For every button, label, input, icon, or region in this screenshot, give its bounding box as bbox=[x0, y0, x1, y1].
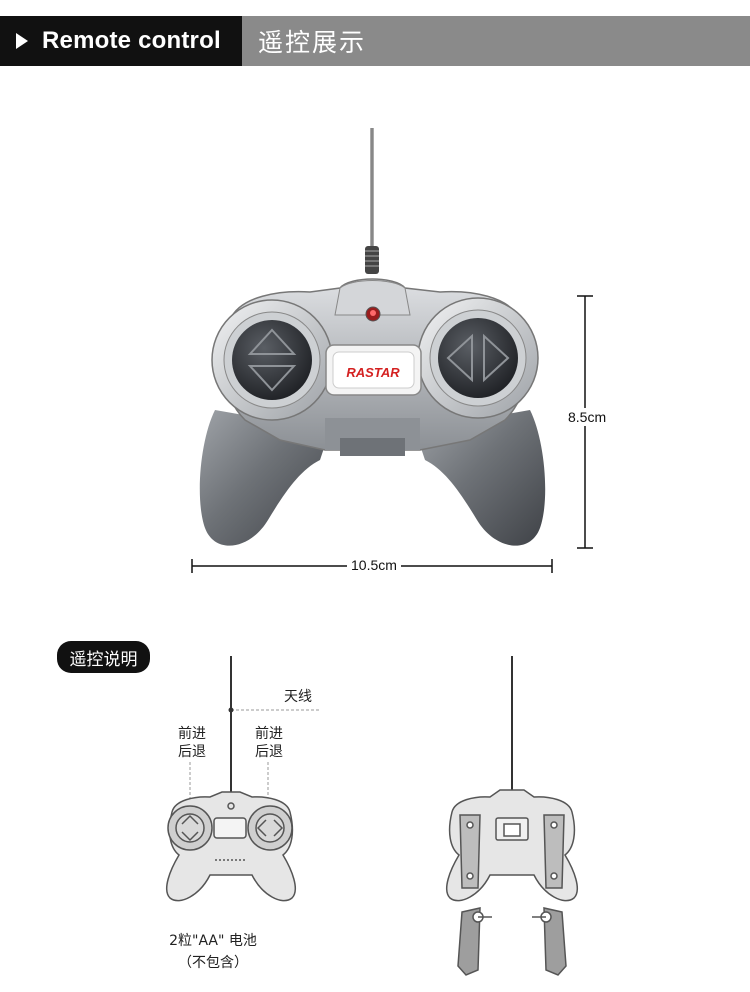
height-label: 8.5cm bbox=[566, 408, 609, 426]
battery-note: 2粒"AA" 电池 （不包含） bbox=[148, 932, 278, 972]
header-chinese-title: 遥控展示 bbox=[258, 28, 367, 57]
header-gray-block: 遥控展示 bbox=[242, 16, 750, 66]
battery-line2: （不包含） bbox=[178, 955, 248, 971]
header-dark-block: Remote control bbox=[0, 16, 242, 66]
instructions-badge: 遥控说明 bbox=[57, 641, 150, 673]
left-joystick bbox=[211, 299, 333, 421]
right-stick-label-line2: 后退 bbox=[255, 744, 283, 760]
front-diagram bbox=[166, 656, 320, 902]
play-triangle-icon bbox=[16, 33, 28, 49]
back-diagram bbox=[446, 656, 578, 976]
width-label: 10.5cm bbox=[347, 557, 401, 573]
right-joystick bbox=[417, 297, 539, 419]
brand-logo-text: RASTAR bbox=[346, 365, 400, 380]
header-english-title: Remote control bbox=[42, 27, 221, 54]
left-stick-label-line1: 前进 bbox=[178, 726, 206, 742]
antenna-label: 天线 bbox=[284, 689, 312, 705]
section-header: Remote control 遥控展示 bbox=[0, 16, 750, 66]
brand-logo-plate: RASTAR bbox=[325, 344, 422, 396]
right-stick-label-line1: 前进 bbox=[255, 726, 283, 742]
left-stick-label: 前进 后退 bbox=[172, 725, 212, 761]
left-stick-label-line2: 后退 bbox=[178, 744, 206, 760]
antenna bbox=[365, 128, 379, 274]
battery-line1: 2粒"AA" 电池 bbox=[169, 933, 257, 949]
right-stick-label: 前进 后退 bbox=[249, 725, 289, 761]
